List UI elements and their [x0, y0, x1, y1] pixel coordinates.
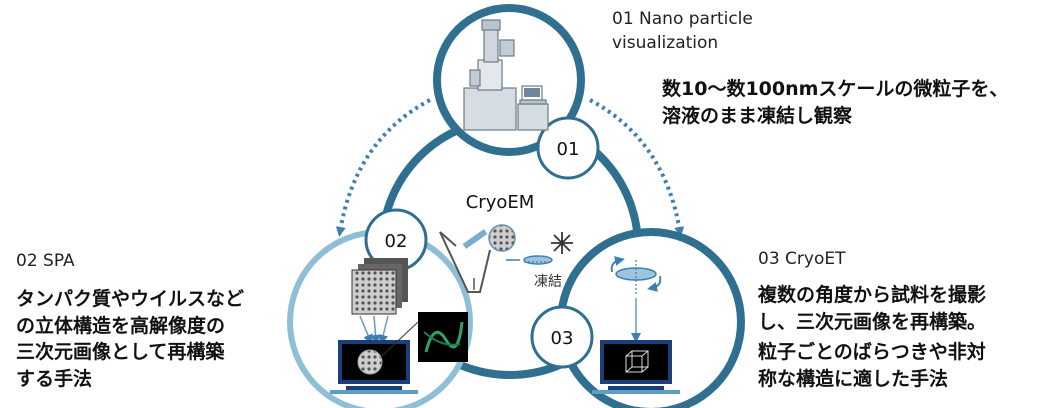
badge-01: 01	[536, 116, 600, 180]
monitor-icon-et	[592, 340, 680, 394]
tilt-rotation-icon	[610, 256, 662, 296]
svg-text:03: 03	[551, 328, 574, 349]
monitor-icon-spa	[330, 340, 418, 394]
snowflake-icon	[551, 232, 573, 254]
n02-heading: 02 SPA	[16, 251, 75, 271]
image-stack-icon	[351, 258, 408, 315]
n03-description: 複数の角度から試料を撮影 し、三次元画像を再構築。 粒子ごとのばらつきや非対 称…	[758, 284, 987, 390]
microscope-icon	[463, 19, 549, 131]
n02-description: タンパク質やウイルスなど の立体構造を高解像度の 三次元画像として再構築 する手…	[16, 288, 245, 390]
n01-heading: 01 Nano particle visualization	[612, 9, 753, 53]
badge-03: 03	[530, 305, 594, 369]
n01-description: 数10〜数100nmスケールの微粒子を、 溶液のまま凍結し観察	[662, 78, 1009, 127]
pipette-icon	[439, 229, 491, 293]
structure-inset	[381, 312, 468, 362]
grid-disc-icon	[523, 255, 553, 265]
n03-heading: 03 CryoET	[758, 249, 846, 269]
svg-text:01: 01	[557, 139, 580, 160]
freeze-label: 凍結	[534, 274, 562, 290]
grid-icon	[488, 224, 516, 252]
svg-text:02: 02	[385, 231, 408, 252]
center-title: CryoEM	[466, 192, 535, 213]
projection-lines	[359, 315, 389, 345]
